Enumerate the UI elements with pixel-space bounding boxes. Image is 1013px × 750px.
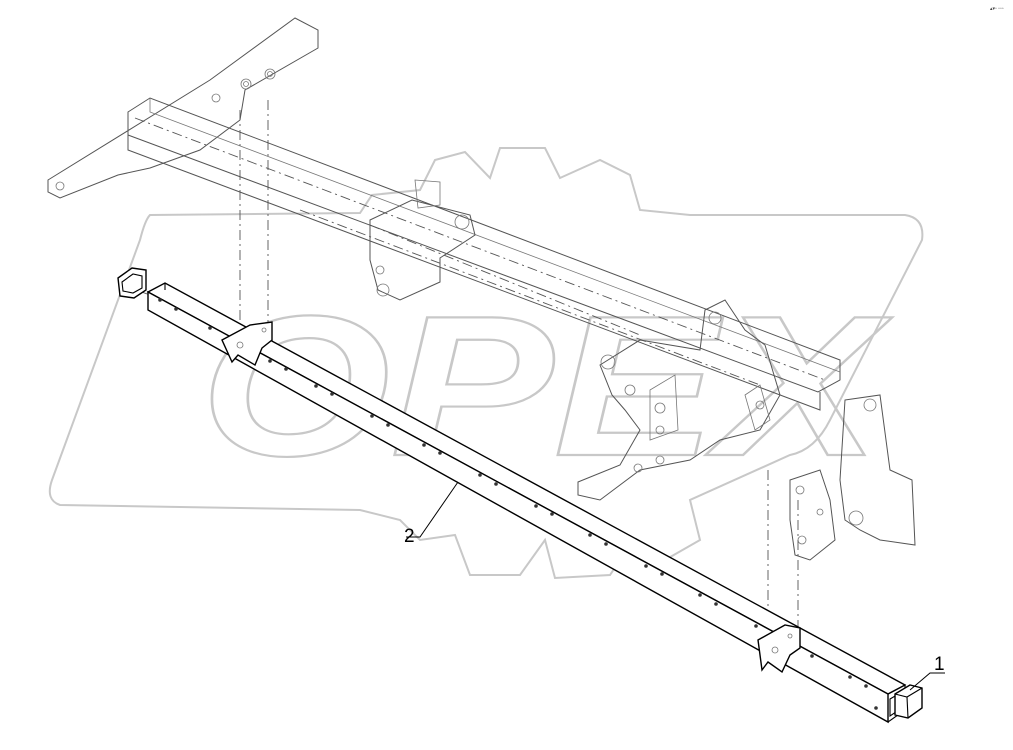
- callout-2-label: 2: [404, 526, 415, 547]
- right-bracket: [757, 624, 801, 674]
- lower-plate: [789, 469, 836, 561]
- end-cap-right: [894, 684, 923, 719]
- watermark-gear-outline: [48, 147, 924, 580]
- square-tube-beam: [146, 282, 907, 724]
- watermark-logo: OPEX: [48, 147, 924, 580]
- hitch-bracket: [577, 299, 781, 501]
- left-bracket: [221, 321, 273, 367]
- frame-assembly-ghost: [47, 17, 916, 640]
- tube-holes: [158, 298, 878, 710]
- end-cap-left: [117, 267, 147, 299]
- right-arm: [839, 394, 916, 546]
- callout-1-label: 1: [934, 654, 945, 675]
- callout-1: 1: [909, 654, 945, 691]
- callout-2: 2: [404, 481, 459, 547]
- middle-clamp: [369, 199, 476, 301]
- corner-mark: ▴▾▫ ▫▫▫: [990, 6, 1004, 12]
